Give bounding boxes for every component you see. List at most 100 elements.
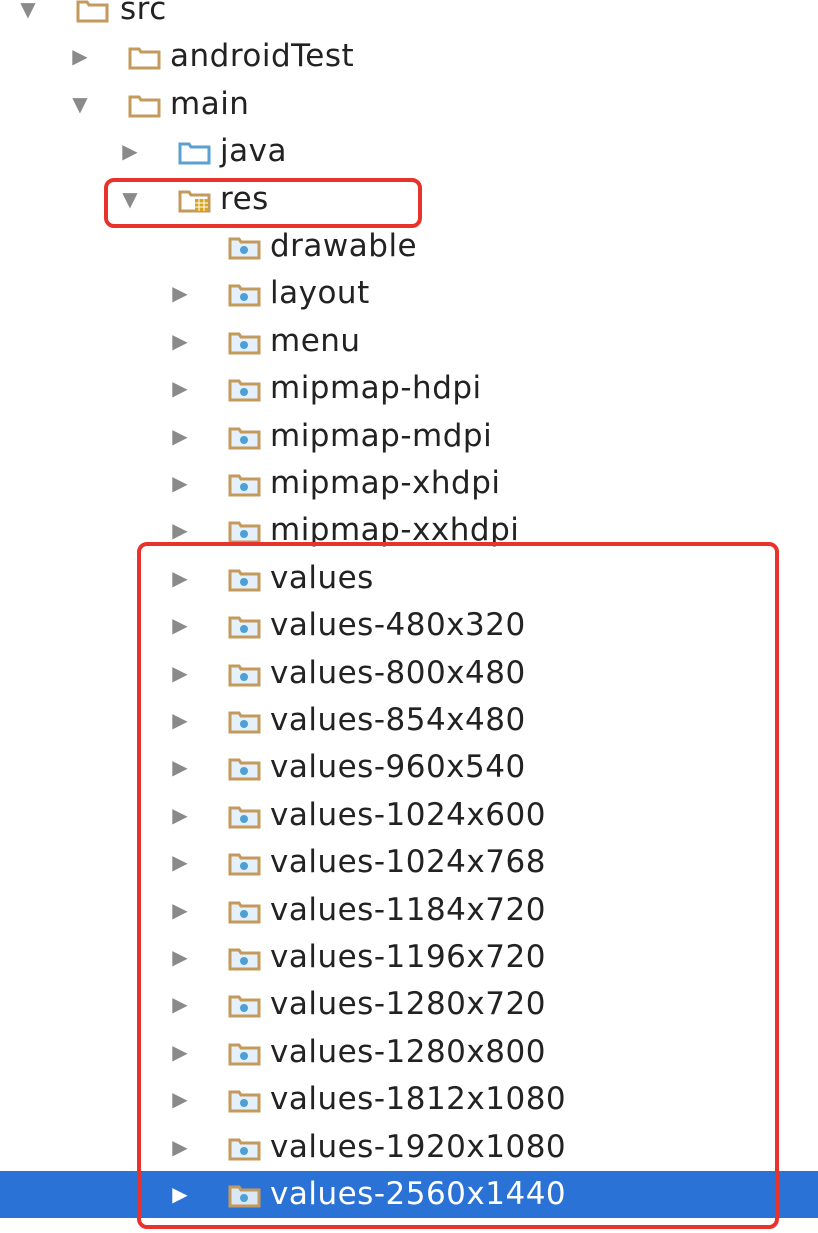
tree-row[interactable]: ▶ values-1024x600 bbox=[0, 792, 818, 839]
package-folder-icon bbox=[228, 803, 262, 829]
expand-right-arrow-icon[interactable]: ▶ bbox=[172, 755, 188, 780]
tree-row[interactable]: ▶ values-960x540 bbox=[0, 744, 818, 791]
package-folder-icon bbox=[228, 281, 262, 307]
expand-right-arrow-icon[interactable]: ▶ bbox=[122, 139, 138, 164]
tree-row[interactable]: ▶ mipmap-xhdpi bbox=[0, 460, 818, 507]
tree-row[interactable]: ▶ values-1196x720 bbox=[0, 934, 818, 981]
tree-row[interactable]: ▶ values-1812x1080 bbox=[0, 1076, 818, 1123]
tree-row[interactable]: drawable bbox=[0, 223, 818, 270]
tree-item-label: java bbox=[220, 133, 287, 170]
package-folder-icon bbox=[228, 850, 262, 876]
tree-row[interactable]: ▶ mipmap-hdpi bbox=[0, 365, 818, 412]
expand-right-arrow-icon[interactable]: ▶ bbox=[172, 565, 188, 590]
expand-down-arrow-icon[interactable]: ▼ bbox=[122, 186, 138, 211]
tree-item-label: values-1920x1080 bbox=[270, 1128, 567, 1165]
tree-item-label: layout bbox=[270, 275, 370, 312]
tree-row[interactable]: ▶ java bbox=[0, 128, 818, 175]
expand-right-arrow-icon[interactable]: ▶ bbox=[172, 281, 188, 306]
tree-row[interactable]: ▶ values-1024x768 bbox=[0, 839, 818, 886]
package-folder-icon bbox=[228, 1087, 262, 1113]
tree-row[interactable]: ▶ values-800x480 bbox=[0, 650, 818, 697]
tree-item-label: values-1196x720 bbox=[270, 939, 546, 975]
tree-item-label: src bbox=[120, 0, 167, 27]
tree-item-label: values-1812x1080 bbox=[270, 1081, 567, 1118]
expand-right-arrow-icon[interactable]: ▶ bbox=[172, 850, 188, 875]
tree-item-label: main bbox=[170, 85, 250, 122]
expand-right-arrow-icon[interactable]: ▶ bbox=[172, 1134, 188, 1159]
expand-right-arrow-icon[interactable]: ▶ bbox=[172, 1087, 188, 1112]
package-folder-icon bbox=[228, 755, 262, 781]
tree-row[interactable]: ▶values-480x320 bbox=[0, 602, 818, 649]
expand-right-arrow-icon[interactable]: ▶ bbox=[172, 945, 188, 969]
tree-row[interactable]: ▶ values-1184x720 bbox=[0, 887, 818, 934]
tree-item-label: values-800x480 bbox=[270, 654, 526, 691]
tree-item-label: values-1024x768 bbox=[270, 844, 546, 881]
expand-right-arrow-icon[interactable]: ▶ bbox=[172, 660, 188, 685]
tree-row[interactable]: ▶ values-854x480 bbox=[0, 697, 818, 744]
package-folder-icon bbox=[228, 566, 262, 592]
folder-icon bbox=[128, 44, 162, 70]
expand-right-arrow-icon[interactable]: ▶ bbox=[172, 802, 188, 827]
tree-row[interactable]: ▶ mipmap-mdpi bbox=[0, 413, 818, 460]
tree-row[interactable]: ▶ values-1280x720 bbox=[0, 981, 818, 1028]
tree-item-label: values bbox=[270, 559, 374, 596]
tree-item-label: androidTest bbox=[170, 38, 355, 75]
tree-item-label: menu bbox=[270, 322, 361, 359]
package-folder-icon bbox=[228, 898, 262, 924]
tree-item-label: values-1024x600 bbox=[270, 796, 546, 833]
tree-row[interactable]: ▼ res bbox=[0, 176, 818, 223]
tree-item-label: mipmap-mdpi bbox=[270, 417, 493, 454]
tree-item-label: values-1184x720 bbox=[270, 891, 546, 928]
tree-row[interactable]: ▶ values bbox=[0, 555, 818, 602]
tree-row[interactable]: ▼ src bbox=[0, 0, 818, 33]
values-folders-highlight bbox=[137, 542, 779, 1229]
tree-row[interactable]: ▶ values-1920x1080 bbox=[0, 1124, 818, 1171]
expand-down-arrow-icon[interactable]: ▼ bbox=[72, 91, 88, 116]
tree-row[interactable]: ▶ androidTest bbox=[0, 33, 818, 80]
tree-item-label: values-1280x720 bbox=[270, 986, 546, 1023]
package-folder-icon bbox=[228, 424, 262, 450]
folder-icon bbox=[128, 92, 162, 118]
expand-down-arrow-icon[interactable]: ▼ bbox=[20, 0, 36, 21]
tree-item-label: values-1280x800 bbox=[270, 1033, 546, 1070]
res-folder-highlight bbox=[104, 178, 422, 228]
package-folder-icon bbox=[228, 1182, 262, 1208]
tree-item-label: values-960x540 bbox=[270, 749, 526, 786]
expand-right-arrow-icon[interactable]: ▶ bbox=[172, 376, 188, 401]
expand-right-arrow-icon[interactable]: ▶ bbox=[172, 1182, 188, 1206]
package-folder-icon bbox=[228, 992, 262, 1018]
expand-right-arrow-icon[interactable]: ▶ bbox=[172, 613, 188, 638]
package-folder-icon bbox=[228, 1040, 262, 1066]
folder-icon bbox=[76, 0, 110, 23]
package-folder-icon bbox=[228, 518, 262, 544]
expand-right-arrow-icon[interactable]: ▶ bbox=[172, 897, 188, 922]
package-folder-icon bbox=[228, 1135, 262, 1161]
expand-right-arrow-icon[interactable]: ▶ bbox=[172, 1039, 188, 1064]
tree-row[interactable]: ▶ values-2560x1440 bbox=[0, 1171, 818, 1218]
package-folder-icon bbox=[228, 613, 262, 639]
expand-right-arrow-icon[interactable]: ▶ bbox=[72, 44, 88, 69]
tree-item-label: res bbox=[220, 180, 269, 217]
expand-right-arrow-icon[interactable]: ▶ bbox=[172, 992, 188, 1017]
resource-folder-icon bbox=[178, 187, 212, 213]
expand-right-arrow-icon[interactable]: ▶ bbox=[172, 518, 188, 543]
package-folder-icon bbox=[228, 234, 262, 260]
tree-item-label: mipmap-xhdpi bbox=[270, 465, 501, 501]
source-folder-icon bbox=[178, 139, 212, 165]
package-folder-icon bbox=[228, 945, 262, 971]
tree-row[interactable]: ▼ main bbox=[0, 81, 818, 128]
expand-right-arrow-icon[interactable]: ▶ bbox=[172, 423, 188, 448]
expand-right-arrow-icon[interactable]: ▶ bbox=[172, 708, 188, 732]
tree-item-label: values-854x480 bbox=[270, 702, 526, 738]
tree-item-label: mipmap-hdpi bbox=[270, 370, 482, 407]
tree-row[interactable]: ▶ menu bbox=[0, 318, 818, 365]
package-folder-icon bbox=[228, 329, 262, 355]
expand-right-arrow-icon[interactable]: ▶ bbox=[172, 471, 188, 495]
package-folder-icon bbox=[228, 661, 262, 687]
expand-right-arrow-icon[interactable]: ▶ bbox=[172, 328, 188, 353]
package-folder-icon bbox=[228, 708, 262, 734]
tree-row[interactable]: ▶ layout bbox=[0, 270, 818, 317]
tree-item-label: values-2560x1440 bbox=[270, 1176, 567, 1212]
tree-row[interactable]: ▶ values-1280x800 bbox=[0, 1029, 818, 1076]
